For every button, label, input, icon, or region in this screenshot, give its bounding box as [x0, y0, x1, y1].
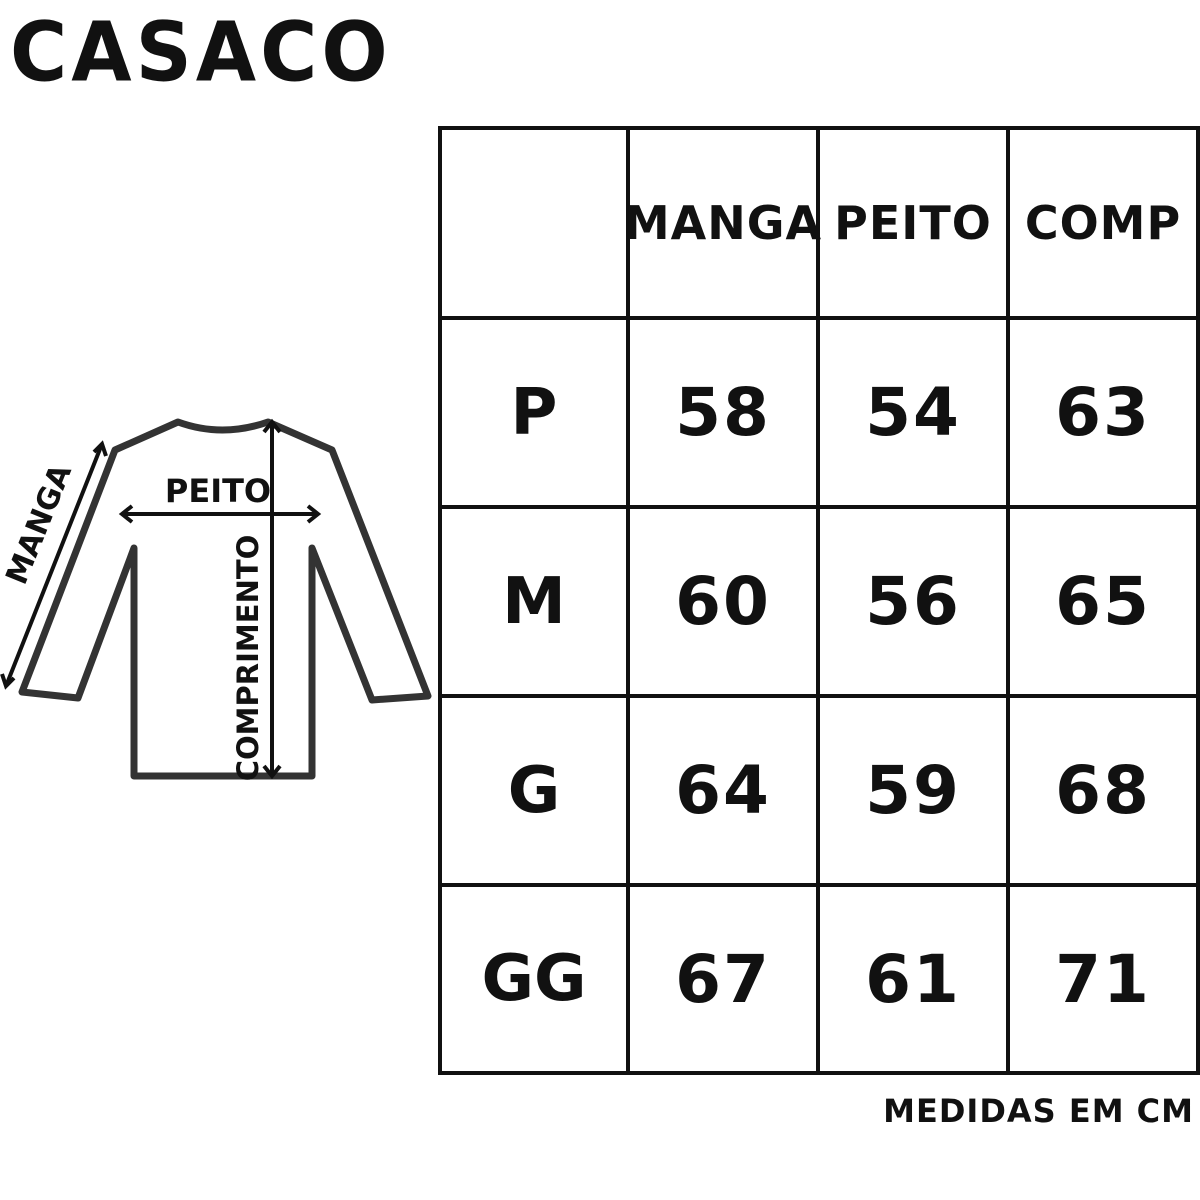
jacket-outline-icon: MANGA PEITO COMPRIMENTO: [0, 418, 432, 782]
manga-arrow: [0, 440, 108, 690]
table-cell: 71: [1006, 883, 1200, 1075]
size-label-m: M: [438, 505, 630, 698]
size-label-g: G: [438, 694, 630, 887]
header-peito: PEITO: [816, 126, 1010, 320]
peito-label: PEITO: [165, 472, 271, 510]
header-manga: MANGA: [624, 126, 821, 320]
table-cell: 59: [816, 694, 1010, 887]
table-cell: 65: [1006, 505, 1200, 698]
size-label-gg: GG: [438, 883, 630, 1075]
header-comp: COMP: [1006, 126, 1200, 320]
table-cell: 64: [626, 694, 820, 887]
header-corner: [438, 126, 630, 320]
units-note: MEDIDAS EM CM: [883, 1092, 1194, 1130]
table-cell: 67: [626, 883, 820, 1075]
garment-diagram: MANGA PEITO COMPRIMENTO: [0, 400, 440, 800]
table-cell: 54: [816, 316, 1010, 509]
table-cell: 58: [626, 316, 820, 509]
comprimento-arrow: [262, 418, 282, 780]
size-table: MANGA PEITO COMP P 58 54 63 M 60 56 65 G…: [438, 126, 1200, 1075]
table-cell: 68: [1006, 694, 1200, 887]
size-label-p: P: [438, 316, 630, 509]
table-cell: 63: [1006, 316, 1200, 509]
table-cell: 61: [816, 883, 1010, 1075]
comprimento-label: COMPRIMENTO: [231, 535, 265, 782]
page-title: CASACO: [10, 5, 392, 101]
table-cell: 56: [816, 505, 1010, 698]
table-cell: 60: [626, 505, 820, 698]
peito-arrow: [118, 504, 322, 524]
